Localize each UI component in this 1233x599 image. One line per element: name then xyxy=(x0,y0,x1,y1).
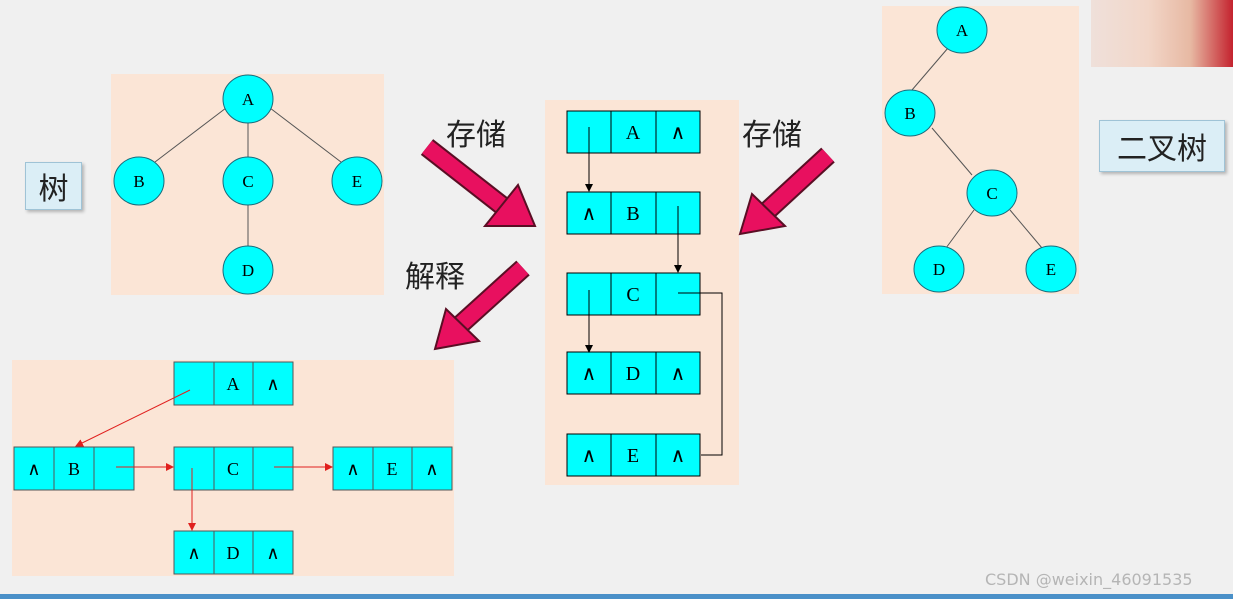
tree-node: C xyxy=(222,156,274,206)
explain-row: C xyxy=(173,446,294,491)
explain-row: ∧ E ∧ xyxy=(332,446,453,491)
btree-node-label: E xyxy=(1046,260,1056,279)
explain-cell: ∧ xyxy=(266,543,279,564)
tree-node: E xyxy=(331,156,383,206)
tree-node-label: C xyxy=(242,172,253,191)
watermark: CSDN @weixin_46091535 xyxy=(985,570,1193,589)
storage-cell: C xyxy=(626,284,639,306)
storage-row: ∧ B xyxy=(566,191,701,235)
btree-node-label: C xyxy=(986,184,997,203)
explain-arrow xyxy=(433,260,530,351)
tree-node: B xyxy=(113,156,165,206)
storage-cell: A xyxy=(626,122,641,144)
btree-node: E xyxy=(1025,245,1077,293)
explain-cell: C xyxy=(227,459,239,479)
storage-cell: ∧ xyxy=(671,361,686,385)
btree-edge-c-d xyxy=(945,209,975,249)
btree-node: A xyxy=(936,6,988,54)
binary-tree-label: 二叉树 xyxy=(1099,120,1225,172)
storage-cell: D xyxy=(626,363,640,385)
btree-edge-c-e xyxy=(1009,209,1043,249)
webcam-overlay xyxy=(1091,0,1233,67)
tree-node-label: B xyxy=(133,172,144,191)
explain-cell: ∧ xyxy=(346,459,359,480)
btree-node-label: A xyxy=(956,21,969,40)
store-left-caption: 存储 xyxy=(446,118,506,153)
tree-node-label: E xyxy=(352,172,362,191)
storage-cell: ∧ xyxy=(582,361,597,385)
explain-row: ∧ D ∧ xyxy=(173,530,294,575)
store-right-caption: 存储 xyxy=(742,118,802,153)
explain-row: A ∧ xyxy=(173,361,294,406)
tree-edges xyxy=(154,107,342,247)
pointer-c-to-e xyxy=(678,292,723,456)
store-arrow-right xyxy=(738,147,835,236)
btree-node-label: D xyxy=(933,260,945,279)
binary-tree-edges xyxy=(911,47,1043,249)
tree-label: 树 xyxy=(25,162,82,210)
explain-cell: ∧ xyxy=(266,374,279,395)
storage-cell: B xyxy=(626,203,639,225)
explain-cell: ∧ xyxy=(27,459,40,480)
explain-row: ∧ B xyxy=(13,446,135,491)
explain-pointer-a-to-b xyxy=(75,389,191,447)
explain-cell: B xyxy=(68,459,80,479)
explain-cell: E xyxy=(387,459,398,479)
bottom-bar xyxy=(0,594,1233,599)
explain-cell: A xyxy=(227,374,240,394)
storage-row: C xyxy=(566,272,701,316)
tree-node-label: A xyxy=(242,90,255,109)
tree-edge-a-b xyxy=(154,107,227,163)
explain-cell: ∧ xyxy=(425,459,438,480)
btree-edge-b-c xyxy=(931,127,973,176)
storage-row: ∧ D ∧ xyxy=(566,351,701,395)
storage-cell: ∧ xyxy=(671,443,686,467)
btree-node-label: B xyxy=(904,104,915,123)
storage-cell: ∧ xyxy=(671,120,686,144)
explain-caption: 解释 xyxy=(405,260,465,295)
store-arrow-left xyxy=(420,139,537,227)
btree-node: D xyxy=(913,245,965,293)
storage-pointers xyxy=(585,127,723,456)
tree-node-label: D xyxy=(242,261,254,280)
tree-node: A xyxy=(222,74,274,124)
btree-node: C xyxy=(966,169,1018,217)
storage-cell: ∧ xyxy=(582,201,597,225)
explain-cell: ∧ xyxy=(187,543,200,564)
explain-cell: D xyxy=(227,543,240,563)
storage-cell: ∧ xyxy=(582,443,597,467)
storage-cell: E xyxy=(627,445,639,467)
tree-node: D xyxy=(222,245,274,295)
btree-node: B xyxy=(884,89,936,137)
storage-row: A ∧ xyxy=(566,110,701,154)
storage-row: ∧ E ∧ xyxy=(566,433,701,477)
explain-pointers xyxy=(75,389,333,531)
tree-edge-a-e xyxy=(269,107,342,163)
btree-edge-a-b xyxy=(911,47,949,91)
